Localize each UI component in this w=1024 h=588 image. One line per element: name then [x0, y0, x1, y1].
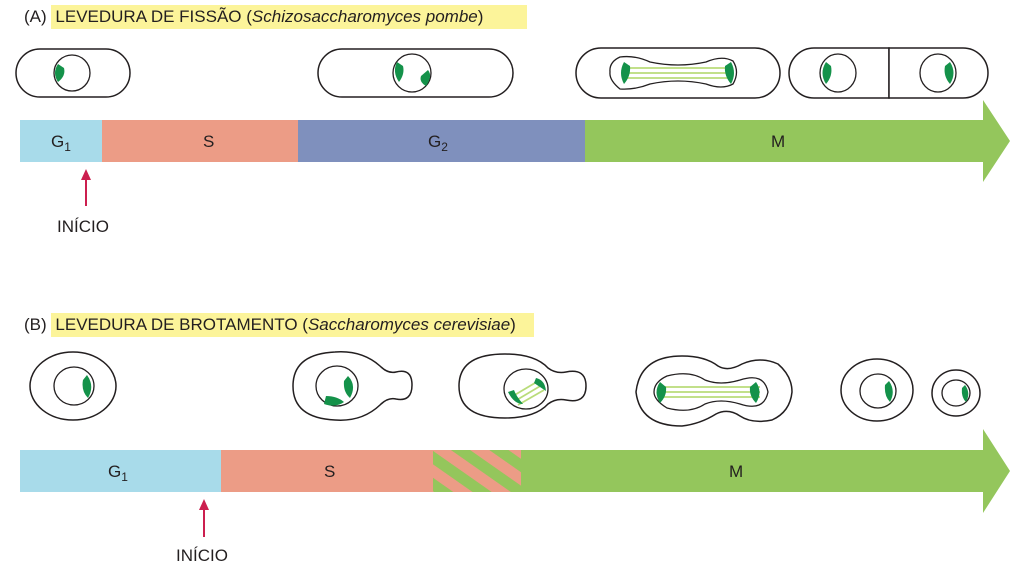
- panel-a-title-highlight: LEVEDURA DE FISSÃO (Schizosaccharomyces …: [51, 5, 528, 29]
- budding-cell-daughters: [840, 358, 981, 422]
- fission-cell-mitosis: [575, 47, 781, 99]
- budding-cell-g2: [458, 353, 587, 419]
- panel-b-label: (B) LEVEDURA DE BROTAMENTO (Saccharomyce…: [24, 313, 534, 337]
- panel-a-letter: (A): [24, 7, 47, 26]
- phase-m-arrow: [521, 429, 1010, 513]
- budding-cell-mitosis: [635, 355, 793, 427]
- fission-cell-daughters: [788, 47, 989, 99]
- nucleus-chromatin: [55, 64, 65, 82]
- fission-cell-g1: [15, 48, 131, 98]
- phase-s-m-overlap: [433, 450, 521, 492]
- panel-a-title: LEVEDURA DE FISSÃO: [55, 7, 242, 26]
- start-label-a: INÍCIO: [57, 217, 109, 236]
- panel-b-title: LEVEDURA DE BROTAMENTO: [55, 315, 298, 334]
- start-arrow-a: [81, 169, 91, 206]
- panel-b-species: Saccharomyces cerevisiae: [307, 315, 511, 334]
- phase-m-label: M: [771, 132, 785, 151]
- phase-m-arrow: [585, 100, 1010, 182]
- start-arrow-b: [199, 499, 209, 537]
- phase-s-label: S: [203, 132, 214, 151]
- phase-s-bar: [102, 120, 298, 162]
- budding-timeline: G1 S M: [20, 429, 1010, 513]
- phase-s-bar: [221, 450, 433, 492]
- phase-m-label: M: [729, 462, 743, 481]
- budding-cell-g1: [29, 351, 117, 421]
- phase-g2-bar: [298, 120, 585, 162]
- panel-a-species: Schizosaccharomyces pombe: [251, 7, 478, 26]
- fission-timeline: G1 S G2 M: [20, 100, 1010, 182]
- phase-g1-bar: [20, 120, 102, 162]
- phase-g1-label: G1: [51, 132, 71, 154]
- phase-s-label: S: [324, 462, 335, 481]
- panel-b-letter: (B): [24, 315, 47, 334]
- phase-g2-label: G2: [428, 132, 448, 154]
- fission-cell-s: [317, 48, 514, 98]
- start-label-b: INÍCIO: [176, 546, 228, 565]
- budding-cell-s: [292, 351, 413, 421]
- phase-g1-label: G1: [108, 462, 128, 484]
- phase-g1-bar: [20, 450, 221, 492]
- panel-b-title-highlight: LEVEDURA DE BROTAMENTO (Saccharomyces ce…: [51, 313, 534, 337]
- panel-a-label: (A) LEVEDURA DE FISSÃO (Schizosaccharomy…: [24, 5, 528, 29]
